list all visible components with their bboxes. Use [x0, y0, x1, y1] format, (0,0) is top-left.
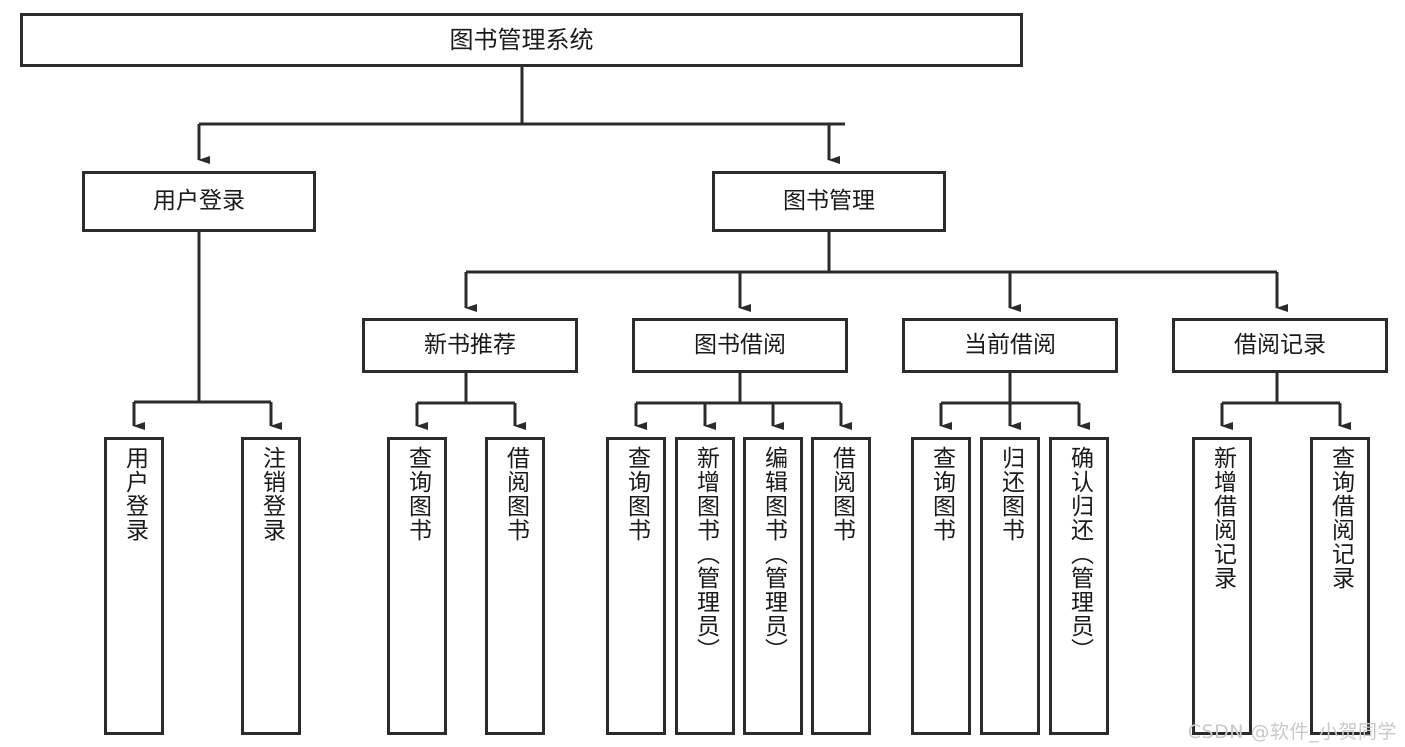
- node-new-book-recommend-label: 新书推荐: [424, 331, 516, 358]
- leaf-user-login-label: 用户登录: [121, 446, 148, 542]
- leaf-return-book-label: 归还图书: [997, 446, 1024, 542]
- node-new-book-recommend[interactable]: 新书推荐: [362, 318, 578, 373]
- leaf-edit-book-label: 编辑图书（管理员）: [760, 446, 787, 662]
- node-book-management-label: 图书管理: [783, 187, 875, 214]
- leaf-add-book[interactable]: 新增图书（管理员）: [675, 437, 735, 735]
- leaf-query-book-3-label: 查询图书: [928, 446, 955, 542]
- leaf-borrow-book-1[interactable]: 借阅图书: [485, 437, 545, 735]
- csdn-watermark: CSDN @软件_小贺同学: [1187, 721, 1397, 743]
- leaf-query-record-label: 查询借阅记录: [1327, 446, 1354, 590]
- node-user-login-label: 用户登录: [153, 187, 245, 214]
- leaf-add-book-label: 新增图书（管理员）: [692, 446, 719, 662]
- node-root-label: 图书管理系统: [449, 25, 594, 54]
- node-book-borrow[interactable]: 图书借阅: [632, 318, 848, 373]
- leaf-user-logout[interactable]: 注销登录: [241, 437, 301, 735]
- leaf-return-book[interactable]: 归还图书: [980, 437, 1040, 735]
- leaf-edit-book[interactable]: 编辑图书（管理员）: [743, 437, 803, 735]
- leaf-borrow-book-2-label: 借阅图书: [828, 446, 855, 542]
- leaf-borrow-book-2[interactable]: 借阅图书: [811, 437, 871, 735]
- leaf-query-book-1[interactable]: 查询图书: [387, 437, 447, 735]
- node-borrow-record[interactable]: 借阅记录: [1172, 318, 1388, 373]
- leaf-user-logout-label: 注销登录: [258, 446, 285, 542]
- leaf-query-book-2-label: 查询图书: [623, 446, 650, 542]
- leaf-query-book-3[interactable]: 查询图书: [911, 437, 971, 735]
- node-user-login[interactable]: 用户登录: [82, 171, 316, 232]
- node-current-borrow[interactable]: 当前借阅: [902, 318, 1118, 373]
- leaf-confirm-return-label: 确认归还（管理员）: [1066, 446, 1093, 662]
- leaf-confirm-return[interactable]: 确认归还（管理员）: [1049, 437, 1109, 735]
- node-current-borrow-label: 当前借阅: [964, 331, 1056, 358]
- node-book-borrow-label: 图书借阅: [694, 331, 786, 358]
- leaf-borrow-book-1-label: 借阅图书: [502, 446, 529, 542]
- leaf-add-record-label: 新增借阅记录: [1209, 446, 1236, 590]
- leaf-query-book-2[interactable]: 查询图书: [606, 437, 666, 735]
- node-borrow-record-label: 借阅记录: [1234, 331, 1326, 358]
- leaf-query-book-1-label: 查询图书: [404, 446, 431, 542]
- leaf-user-login[interactable]: 用户登录: [104, 437, 164, 735]
- leaf-add-record[interactable]: 新增借阅记录: [1192, 437, 1252, 735]
- node-root[interactable]: 图书管理系统: [20, 13, 1023, 67]
- node-book-management[interactable]: 图书管理: [712, 171, 946, 232]
- leaf-query-record[interactable]: 查询借阅记录: [1310, 437, 1370, 735]
